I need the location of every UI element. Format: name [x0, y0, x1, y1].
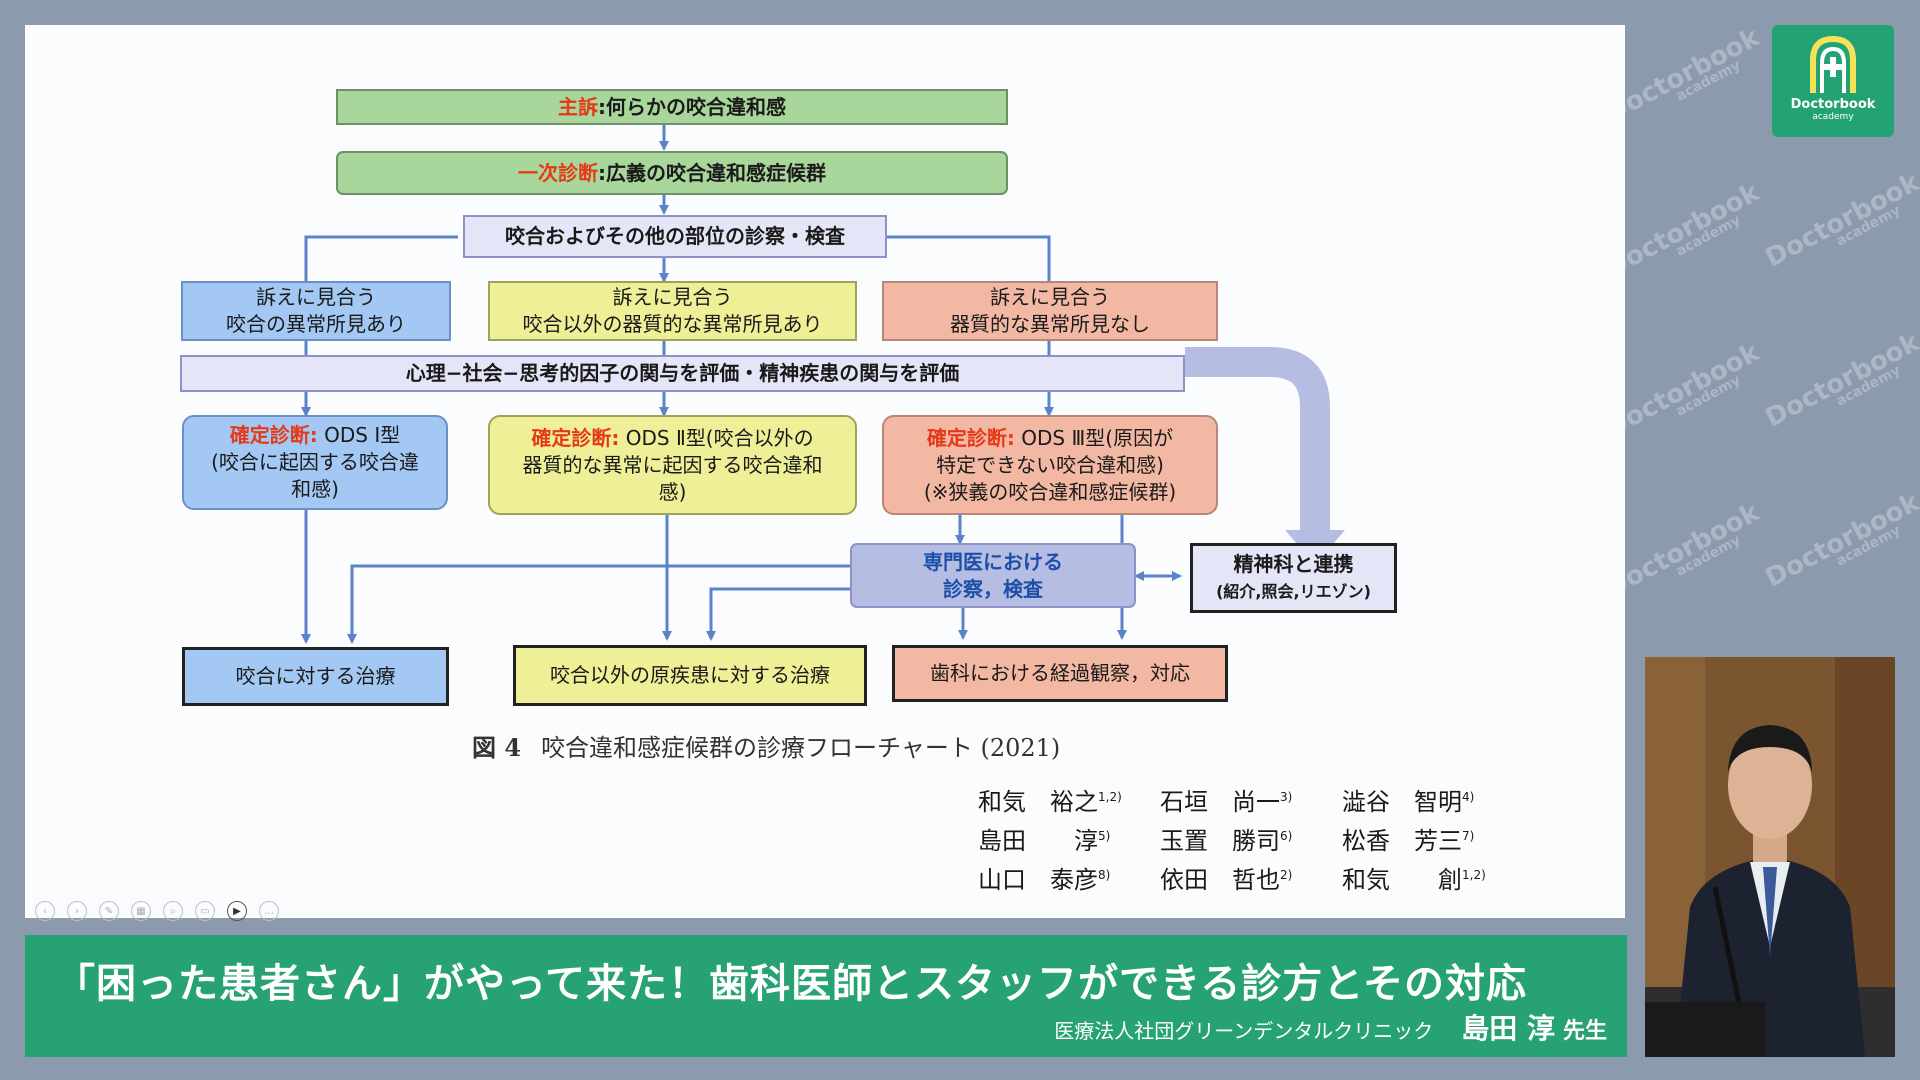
chief-complaint-box: 主訴:何らかの咬合違和感	[336, 89, 1008, 125]
author-name: 山口 泰彦8)	[978, 866, 1111, 894]
author-name: 和気 創1,2)	[1342, 866, 1486, 894]
subtitles-icon[interactable]: ▭	[195, 901, 215, 921]
doctorbook-logo: Doctorbook academy	[1772, 25, 1894, 137]
zoom-icon[interactable]: ⌕	[163, 901, 183, 921]
presentation-slide: 主訴:何らかの咬合違和感 一次診断:広義の咬合違和感症候群 咬合およびその他の部…	[25, 25, 1625, 921]
chief-complaint-text: 何らかの咬合違和感	[606, 94, 786, 119]
primary-diagnosis-box: 一次診断:広義の咬合違和感症候群	[336, 151, 1008, 195]
author-list: 和気 裕之1,2) 石垣 尚一3) 澁谷 智明4) 島田 淳5) 玉置 勝司6)…	[978, 780, 1524, 897]
camera-icon[interactable]: ▶	[227, 901, 247, 921]
author-name: 依田 哲也2)	[1160, 866, 1293, 894]
previous-slide-icon[interactable]: ‹	[35, 901, 55, 921]
psychiatry-box: 精神科と連携 (紹介,照会,リエゾン)	[1190, 543, 1397, 613]
author-name: 石垣 尚一3)	[1160, 788, 1293, 816]
chief-complaint-label: 主訴	[558, 94, 598, 119]
finding-box-2: 訴えに見合う咬合以外の器質的な異常所見あり	[488, 281, 857, 341]
speaker-name: 島田 淳	[1461, 1012, 1555, 1045]
primary-diagnosis-text: 広義の咬合違和感症候群	[606, 160, 826, 185]
author-row: 和気 裕之1,2) 石垣 尚一3) 澁谷 智明4)	[978, 780, 1524, 819]
author-name: 松香 芳三7)	[1342, 827, 1475, 855]
definitive-diagnosis-box-1: 確定診断: ODS Ⅰ型 (咬合に起因する咬合違 和感)	[182, 415, 448, 510]
author-name: 和気 裕之1,2)	[978, 788, 1122, 816]
specialist-exam-box: 専門医における 診察，検査	[850, 543, 1136, 608]
speaker-organization: 医療法人社団グリーンデンタルクリニック	[1054, 1019, 1434, 1043]
author-name: 澁谷 智明4)	[1342, 788, 1475, 816]
examination-box: 咬合およびその他の部位の診察・検査	[463, 215, 887, 258]
speaker-info: 医療法人社団グリーンデンタルクリニック 島田 淳先生	[1054, 1007, 1607, 1047]
author-name: 島田 淳5)	[978, 827, 1111, 855]
lecture-title-banner: 「困った患者さん」がやって来た！歯科医師とスタッフができる診方とその対応 医療法…	[25, 935, 1627, 1057]
lecture-title: 「困った患者さん」がやって来た！歯科医師とスタッフができる診方とその対応	[55, 961, 1527, 1007]
primary-diagnosis-label: 一次診断	[518, 160, 598, 185]
slide-toolbar: ‹ › ✎ ▦ ⌕ ▭ ▶ …	[35, 901, 279, 921]
treatment-box-2: 咬合以外の原疾患に対する治療	[513, 645, 867, 706]
definitive-diagnosis-box-2: 確定診断: ODS Ⅱ型(咬合以外の 器質的な異常に起因する咬合違和 感)	[488, 415, 857, 515]
finding-box-3: 訴えに見合う器質的な異常所見なし	[882, 281, 1218, 341]
presenter-video	[1645, 657, 1895, 1057]
slides-grid-icon[interactable]: ▦	[131, 901, 151, 921]
evaluation-box: 心理−社会−思考的因子の関与を評価・精神疾患の関与を評価	[180, 355, 1185, 392]
treatment-box-3: 歯科における経過観察，対応	[892, 645, 1228, 702]
logo-arch-icon	[1810, 35, 1856, 93]
pen-icon[interactable]: ✎	[99, 901, 119, 921]
speaker-webcam	[1645, 657, 1895, 1057]
treatment-box-1: 咬合に対する治療	[182, 647, 449, 706]
definitive-diagnosis-box-3: 確定診断: ODS Ⅲ型(原因が 特定できない咬合違和感) (※狭義の咬合違和感…	[882, 415, 1218, 515]
finding-box-1: 訴えに見合う咬合の異常所見あり	[181, 281, 451, 341]
author-row: 島田 淳5) 玉置 勝司6) 松香 芳三7)	[978, 819, 1524, 858]
next-slide-icon[interactable]: ›	[67, 901, 87, 921]
author-name: 玉置 勝司6)	[1160, 827, 1293, 855]
author-row: 山口 泰彦8) 依田 哲也2) 和気 創1,2)	[978, 858, 1524, 897]
speaker-honorific: 先生	[1562, 1019, 1607, 1044]
more-options-icon[interactable]: …	[259, 901, 279, 921]
